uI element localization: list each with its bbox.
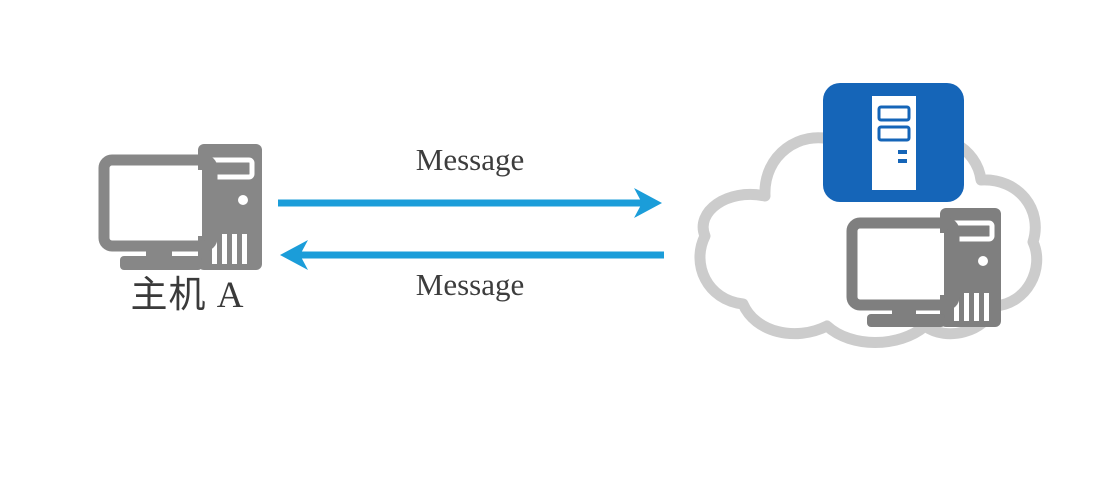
host-a-label: 主机 A [130,275,245,316]
message-label-bottom: Message [415,267,525,302]
desktop-computer-icon [98,144,262,270]
arrow-left-icon[interactable] [272,238,666,272]
desktop-computer-icon [846,208,1001,327]
server-icon[interactable] [822,82,965,203]
cloud-host-node[interactable] [846,206,1008,338]
message-label-top: Message [415,142,525,177]
arrow-right-icon[interactable] [276,186,666,220]
host-a-node[interactable] [98,142,270,282]
